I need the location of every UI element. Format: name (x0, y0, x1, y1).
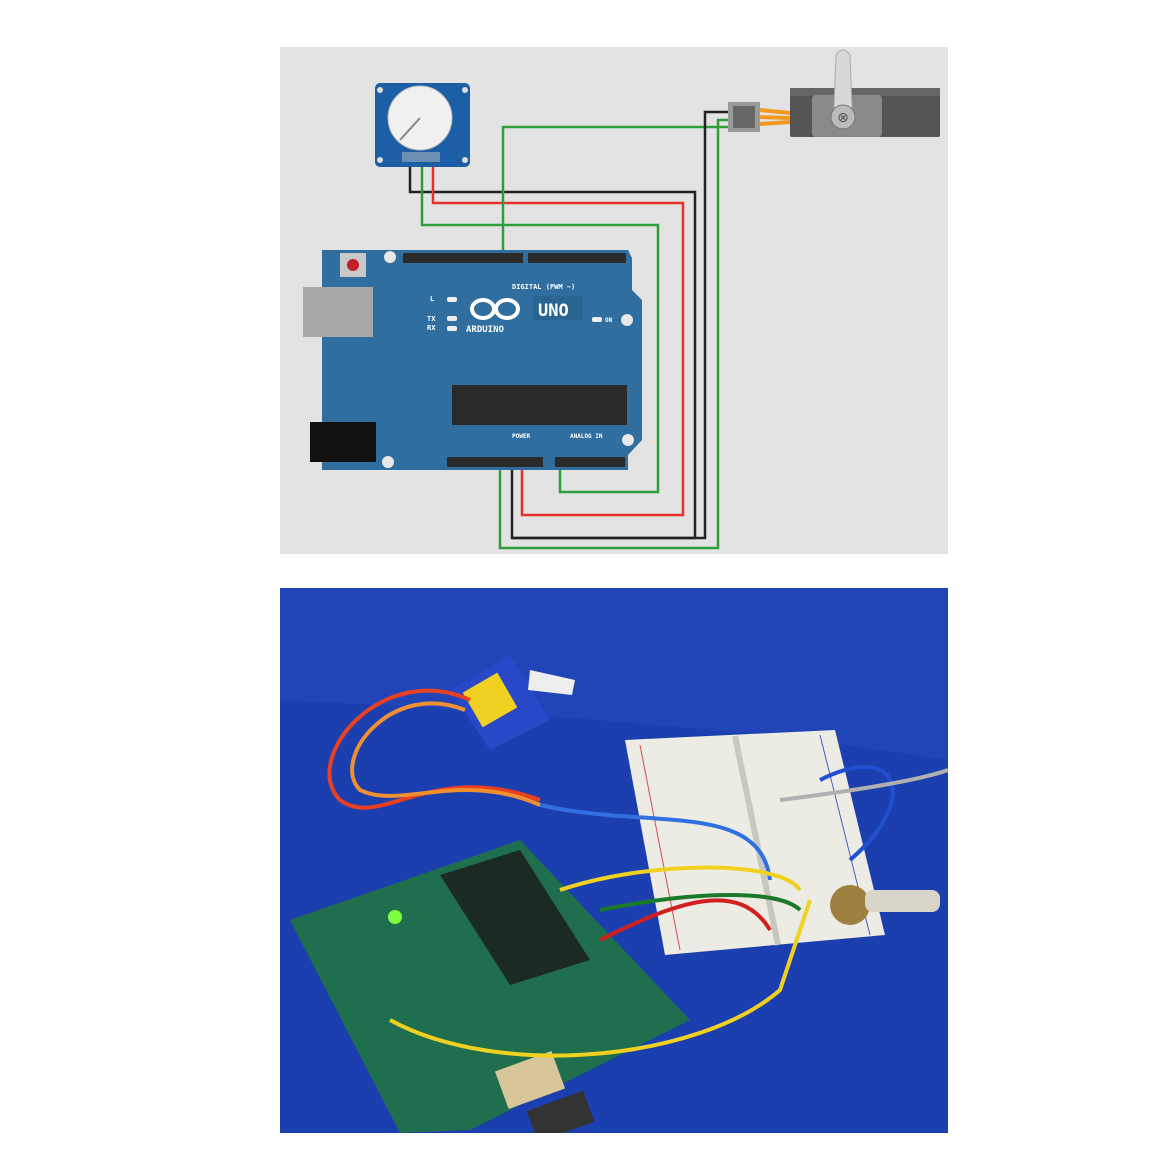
microcontroller-chip (452, 385, 627, 425)
arduino-uno-board: DIGITAL (PWM ~) L TX RX ARDUINO UNO ON P… (303, 250, 642, 470)
svg-text:⊗: ⊗ (837, 110, 849, 126)
wire-joystick-gnd (408, 160, 697, 540)
wire-joystick-signal (420, 160, 660, 494)
analog-in-label: ANALOG IN (570, 433, 603, 440)
power-jack (310, 422, 376, 462)
led-rx-label: RX (427, 324, 436, 332)
digital-label: DIGITAL (PWM ~) (512, 283, 575, 291)
arduino-logo (470, 298, 520, 320)
arduino-board-photo (290, 840, 690, 1133)
led-l-label: L (430, 295, 434, 303)
wire-servo-signal (501, 125, 735, 258)
servo-photo (450, 655, 575, 750)
wires (408, 110, 735, 550)
photo-wires (327, 688, 948, 1058)
board-model-label: UNO (538, 301, 569, 321)
usb-port (303, 287, 373, 337)
breadboard-photo (280, 588, 948, 1133)
led-tx-label: TX (427, 315, 436, 323)
wire-joystick-vcc (431, 160, 685, 517)
servo-motor: ⊗ (728, 49, 940, 137)
potentiometer-module (375, 83, 470, 167)
wire-servo-gnd (512, 110, 735, 540)
arduino-logo-text: ARDUINO (466, 325, 505, 335)
potentiometer-photo (830, 885, 940, 925)
wire-servo-vcc (498, 118, 735, 550)
led-on-label: ON (605, 317, 613, 324)
circuit-schematic: ⊗ DIGITAL (PWM ~) L TX RX ARDUINO UNO ON… (280, 47, 948, 554)
power-label: POWER (512, 433, 530, 440)
